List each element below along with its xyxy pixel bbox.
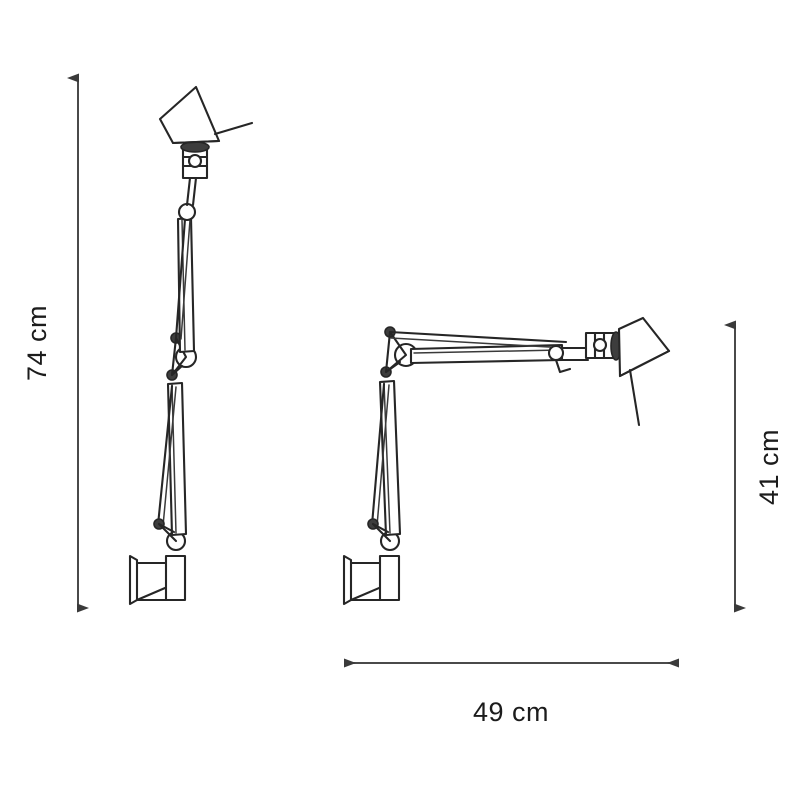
lower-arm-left — [153, 381, 188, 552]
lower-linkage-a-left — [157, 522, 178, 543]
shade-handle-left — [213, 121, 254, 136]
wall-plate-left — [128, 554, 139, 606]
bracket-socket-right — [378, 554, 401, 602]
lower-tension-rod-inner-left — [162, 386, 177, 527]
lower-tension-rod-left — [156, 384, 174, 527]
lower-tension-rod-right — [370, 382, 386, 527]
socket-knob-right — [592, 337, 608, 353]
top-joint-left — [177, 176, 198, 222]
upper-tension-rod-inner-left — [180, 219, 191, 340]
elbow-linkage-brace-right — [384, 360, 402, 374]
dimension-label-reach: 49 cm — [473, 697, 549, 727]
lamp-shade-right — [617, 316, 671, 427]
lower-linkage-a-right — [371, 522, 392, 543]
top-stem-inner-left — [191, 176, 198, 207]
lower-linkage-b-left — [157, 522, 176, 534]
lower-arm-bar-inner-left — [171, 384, 177, 534]
lamp-shade-left — [158, 85, 254, 145]
lower-arm-bar-inner-right — [383, 382, 391, 534]
wall-plate-right — [342, 554, 353, 606]
upper-arm-bar-inner-right — [413, 349, 561, 354]
shade-handle-right — [628, 368, 641, 427]
upper-arm-left — [174, 216, 196, 354]
shade-socket-left — [180, 141, 210, 180]
socket-knob-left — [187, 153, 203, 169]
elbow-linkage-triangle-right — [384, 330, 408, 374]
wall-bracket-right — [342, 554, 401, 606]
head-spring-link-right — [554, 358, 572, 374]
dimension-label-height: 74 cm — [22, 305, 52, 381]
bracket-socket-left — [164, 554, 187, 602]
upper-arm-bar-right — [409, 343, 564, 365]
mid-linkage-brace-left — [170, 364, 184, 377]
top-pivot-joint-left — [177, 202, 197, 222]
top-stem-left — [185, 176, 192, 207]
wall-bracket-left — [128, 554, 187, 606]
upper-tension-rod-left — [174, 217, 187, 340]
shade-opening-left — [171, 139, 221, 145]
shade-opening-right — [618, 349, 671, 378]
head-pivot-joint-right — [547, 344, 565, 362]
lamp-view-left — [128, 85, 254, 606]
lamp-view-right — [342, 316, 671, 606]
head-joint-right — [547, 344, 590, 374]
upper-tension-rod-inner-right — [390, 337, 567, 349]
dimension-label-drop: 41 cm — [754, 429, 784, 505]
lower-linkage-b-right — [371, 522, 390, 534]
shade-socket-right — [584, 331, 622, 361]
upper-tension-rod-right — [388, 330, 568, 344]
lower-tension-rod-inner-right — [376, 384, 390, 527]
upper-arm-right — [388, 330, 568, 365]
lower-arm-right — [367, 379, 402, 552]
